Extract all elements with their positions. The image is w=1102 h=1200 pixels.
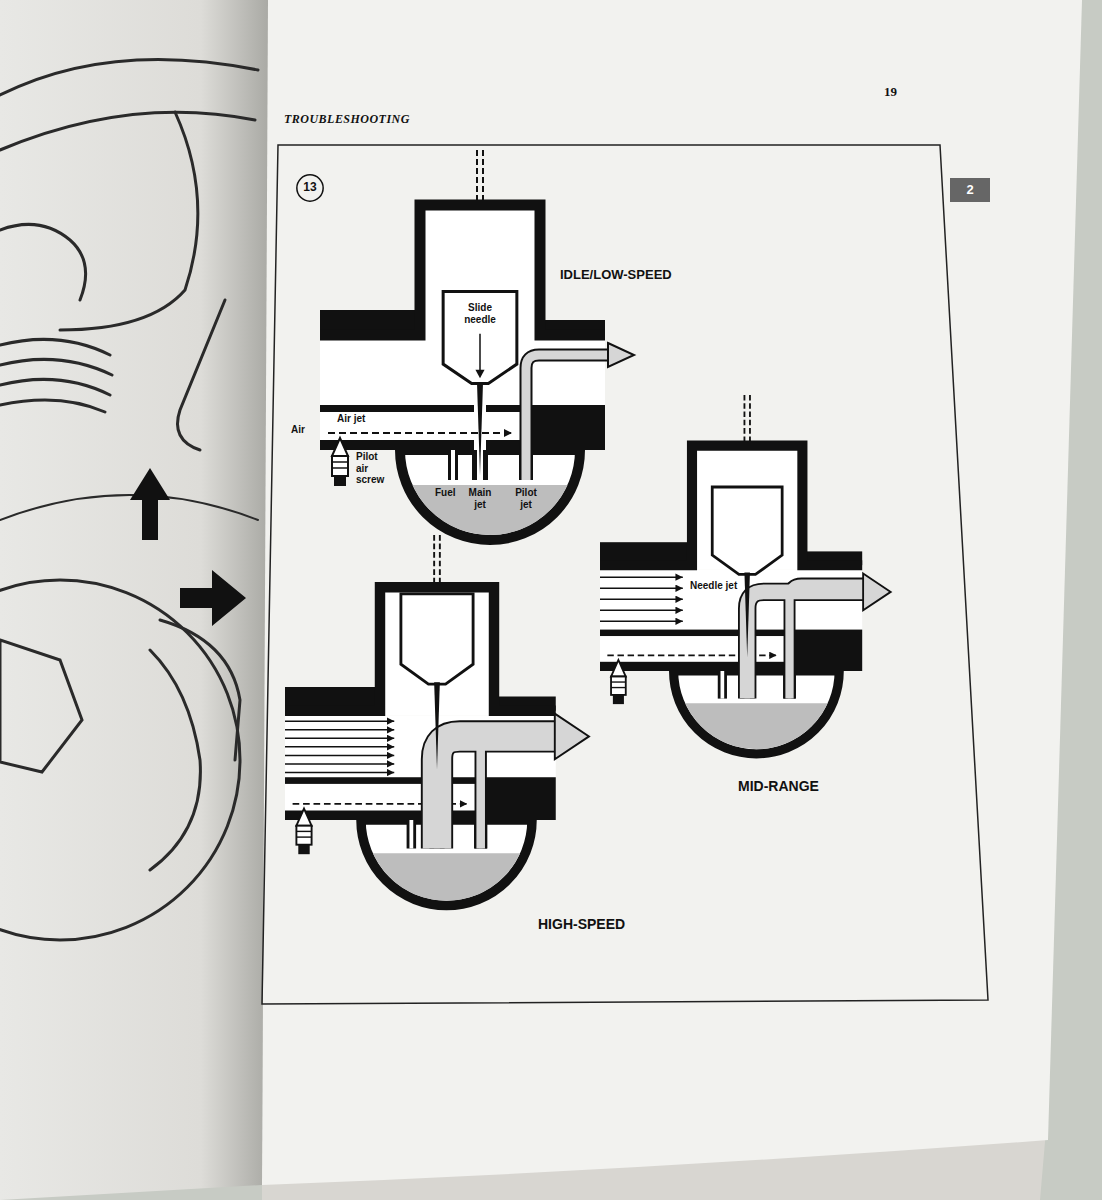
mixture-arrow-head <box>608 343 634 367</box>
throttle-slide: Slide needle <box>442 290 518 385</box>
slide-outline <box>443 291 517 383</box>
cylinder-fin <box>0 379 110 395</box>
leader-line <box>479 334 481 372</box>
screwdriver <box>178 300 226 450</box>
throttle-slide-text: Slide needle <box>458 302 502 325</box>
chapter-tab-text: 2 <box>966 183 973 198</box>
engine-cover <box>0 580 240 940</box>
air-flow-arrow <box>285 738 394 740</box>
high-speed-carburetor <box>285 535 589 906</box>
part-label: Air <box>291 424 305 436</box>
figure-number-text: 13 <box>303 181 316 195</box>
cylinder-fin <box>0 400 105 412</box>
figure-border <box>0 495 258 520</box>
mixture-flow <box>526 355 610 480</box>
air-flow-arrow <box>600 587 683 588</box>
air-flow-arrow <box>600 610 683 611</box>
mixture-arrow-head <box>863 573 891 610</box>
air-flow-arrow <box>285 729 394 731</box>
cover-rim <box>150 650 200 870</box>
part-label: Main jet <box>467 487 493 510</box>
throttle-slide <box>712 487 782 574</box>
air-flow-arrow <box>600 599 683 600</box>
finger <box>160 620 240 760</box>
mixture-flow-outline <box>747 592 867 699</box>
figure-number: 13 <box>296 174 324 202</box>
jet-needle <box>434 682 440 769</box>
left-page <box>0 0 268 1200</box>
mixture-flow <box>790 584 867 699</box>
cylinder-fin <box>0 339 110 355</box>
air-flow-arrow <box>285 772 394 774</box>
mixture-flow <box>437 736 559 848</box>
air-flow-arrow <box>285 720 394 722</box>
face-outline <box>0 224 86 300</box>
mixture-arrow-head <box>555 714 589 760</box>
left-page-illustration <box>0 59 258 940</box>
tab-fill <box>950 178 990 202</box>
right-page <box>262 0 1082 1185</box>
part-label: Pilot air screw <box>356 451 390 486</box>
page-number: 19 <box>884 85 897 100</box>
mode-title: MID-RANGE <box>738 778 819 794</box>
mid-range-carburetor <box>600 395 891 754</box>
helmet-brim <box>0 112 255 150</box>
leader-arrow <box>475 370 484 379</box>
figure-frame <box>262 145 988 1004</box>
throttle-slide <box>401 594 473 684</box>
mixture-flow-outline <box>526 355 610 480</box>
mode-title: IDLE/LOW-SPEED <box>560 268 672 283</box>
air-flow-arrow <box>285 746 394 748</box>
mixture-flow <box>747 592 867 699</box>
part-label: Fuel <box>435 487 456 499</box>
carburetor-body <box>285 535 556 906</box>
carburetor-body <box>600 395 862 754</box>
mode-title: HIGH-SPEED <box>538 916 625 932</box>
mixture-flow-outline <box>437 736 559 848</box>
part-label: Air jet <box>336 413 366 425</box>
direction-arrow <box>130 468 170 540</box>
carburetor-body <box>320 150 605 540</box>
jet-needle <box>744 573 750 658</box>
part-label: Pilot jet <box>512 487 540 510</box>
part-label: Needle jet <box>689 580 738 592</box>
jet-needle <box>477 383 483 475</box>
callout-circle <box>297 175 323 201</box>
running-head: TROUBLESHOOTING <box>284 113 410 127</box>
helmet-brim <box>0 59 258 95</box>
hex-nut <box>0 640 82 772</box>
air-flow-arrow <box>600 576 683 577</box>
direction-arrow <box>180 570 246 626</box>
chapter-tab: 2 <box>950 178 990 202</box>
air-flow-arrow <box>600 621 683 622</box>
idle-carburetor <box>320 150 634 540</box>
air-flow-arrow <box>285 763 394 765</box>
air-flow-arrow <box>285 755 394 757</box>
cylinder-fin <box>0 359 112 375</box>
